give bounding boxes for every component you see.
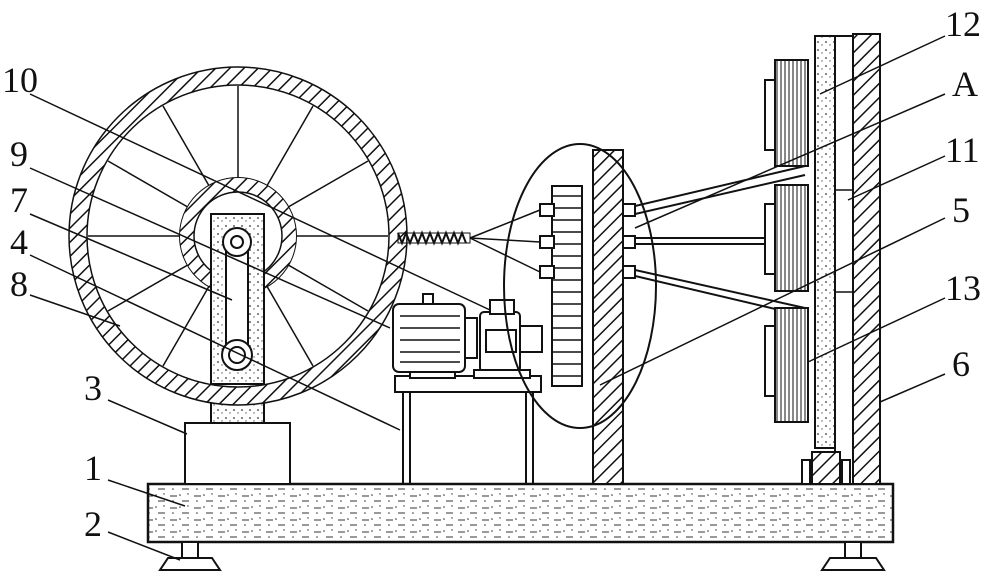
label-8: 8	[10, 264, 28, 304]
electric-motor	[393, 294, 477, 378]
middle-wall	[593, 150, 623, 484]
motor-table	[395, 376, 541, 484]
support-block	[185, 423, 290, 484]
roller-stack-middle	[765, 185, 808, 291]
right-wall	[853, 34, 880, 484]
label-9: 9	[10, 134, 28, 174]
wall-pins	[623, 204, 635, 278]
slider-column	[815, 36, 835, 448]
label-12: 12	[945, 4, 981, 44]
label-a: A	[952, 64, 978, 104]
label-11: 11	[945, 130, 980, 170]
label-13: 13	[945, 268, 981, 308]
label-2: 2	[84, 504, 102, 544]
label-3: 3	[84, 368, 102, 408]
right-foot	[822, 542, 884, 570]
label-10: 10	[2, 60, 38, 100]
label-6: 6	[952, 344, 970, 384]
gearbox	[474, 300, 542, 378]
gear-disc	[540, 186, 582, 386]
roller-stack-bottom	[765, 308, 808, 422]
roller-stack-top	[765, 60, 808, 166]
base-plate	[148, 484, 893, 542]
label-5: 5	[952, 190, 970, 230]
label-1: 1	[84, 448, 102, 488]
label-4: 4	[10, 222, 28, 262]
guide-rail	[835, 36, 853, 484]
label-7: 7	[10, 180, 28, 220]
spring	[398, 233, 470, 243]
